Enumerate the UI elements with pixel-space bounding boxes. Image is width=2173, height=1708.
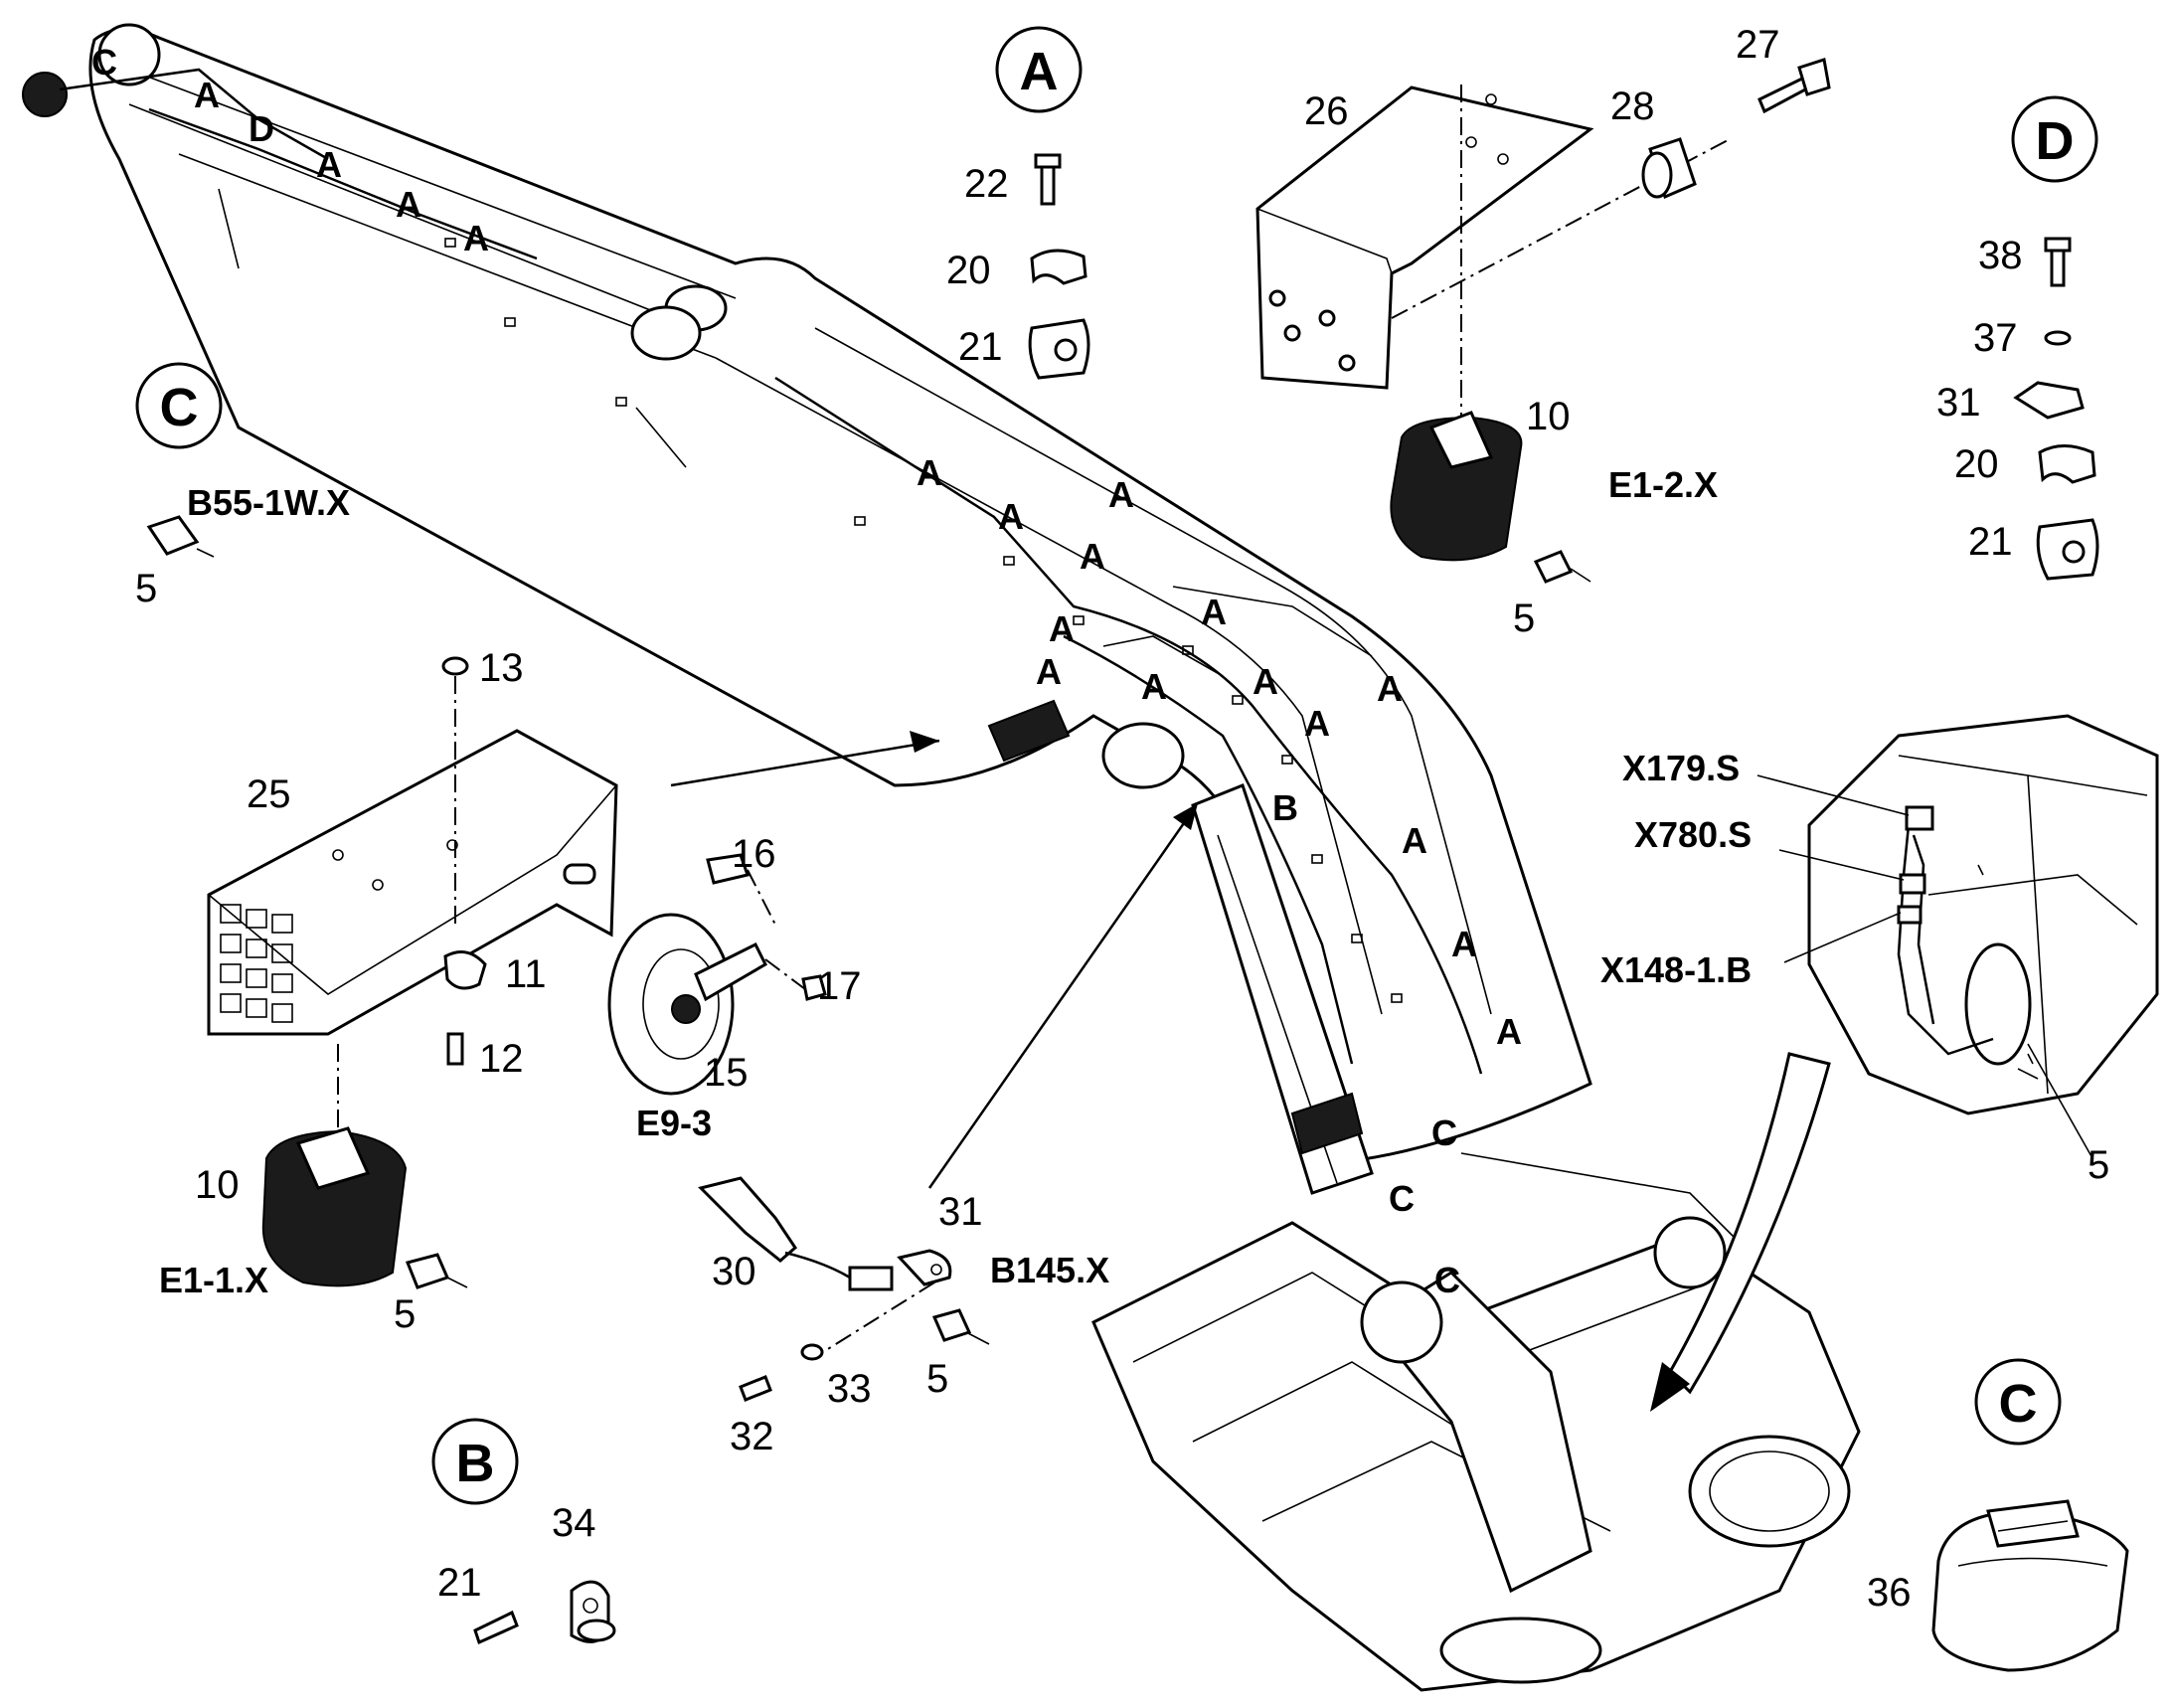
- boom-label-a: A: [1036, 651, 1062, 692]
- bracket-26-assembly: [1255, 58, 1831, 584]
- detail-circle-c-bottom: C: [1974, 1358, 2062, 1446]
- detail-circle-d: D: [2011, 95, 2098, 183]
- boom-label-a: A: [1402, 820, 1427, 861]
- boom-label-c: C: [1431, 1112, 1457, 1153]
- part-number-label: 13: [479, 646, 524, 690]
- detail-b-clip-assembly: [473, 1580, 616, 1645]
- detail-circle-b: B: [431, 1418, 519, 1505]
- part-number-label: 5: [2088, 1143, 2109, 1187]
- detail-letter: D: [2036, 111, 2075, 171]
- boom-label-a: A: [1201, 592, 1227, 632]
- detail-letter: C: [1999, 1374, 2038, 1434]
- boom-label-c: C: [1434, 1260, 1460, 1300]
- part-number-label: 17: [817, 964, 862, 1008]
- bracket-25-assembly: [207, 656, 618, 1289]
- code-x179-s: X179.S: [1622, 748, 1740, 788]
- sensor-b145: [698, 1176, 990, 1402]
- code-e1-1: E1-1.X: [159, 1260, 268, 1300]
- part-number-label: 10: [195, 1163, 240, 1207]
- boom-label-a: A: [194, 75, 220, 115]
- part-number-label: 21: [1968, 520, 2013, 564]
- boom-label-a: A: [1496, 1011, 1522, 1052]
- boom-arm: [22, 23, 1592, 1195]
- part-number-label: 34: [552, 1501, 596, 1545]
- horn-e9-3: [607, 853, 827, 1096]
- leader-5-inset: [2027, 1043, 2093, 1159]
- part-number-label: 5: [135, 567, 157, 610]
- detail-letter: B: [456, 1434, 495, 1493]
- part-number-label: 10: [1526, 395, 1571, 438]
- boom-label-a: A: [463, 218, 489, 258]
- code-e9-3: E9-3: [636, 1103, 712, 1143]
- boom-label-a: A: [1377, 668, 1403, 709]
- code-x148-1-b: X148-1.B: [1600, 949, 1752, 990]
- detail-circle-c-left: C: [135, 362, 223, 449]
- part-number-label: 5: [1513, 597, 1535, 640]
- part-number-label: 12: [479, 1037, 524, 1081]
- part-number-label: 37: [1973, 316, 2018, 360]
- boom-label-a: A: [1304, 703, 1330, 744]
- boom-label-a: A: [1451, 924, 1477, 964]
- part-number-label: 31: [938, 1190, 983, 1234]
- component-codes: B55-1W.X E1-2.X E1-1.X E9-3 B145.X X179.…: [159, 464, 1752, 1300]
- part-number-label: 20: [1954, 442, 1999, 486]
- boom-label-a: A: [1049, 608, 1075, 649]
- boom-label-a: A: [1108, 474, 1134, 515]
- part-number-label: 11: [505, 952, 547, 996]
- boom-label-b: B: [1272, 787, 1298, 828]
- detail-d-clip-assembly: [2013, 237, 2099, 581]
- code-x780-s: X780.S: [1634, 814, 1752, 855]
- part-number-label: 21: [437, 1561, 482, 1605]
- part-number-label: 22: [964, 162, 1009, 206]
- part-number-label: 5: [926, 1357, 948, 1401]
- part-number-label: 15: [704, 1051, 749, 1095]
- boom-label-a: A: [1080, 536, 1105, 577]
- part-number-callouts: 5 5 5 5 5 10 10 11 12 13 15 16 17 20 20 …: [135, 23, 2109, 1615]
- inset-detail-view: [1807, 714, 2159, 1115]
- boom-label-c-top: C: [91, 42, 117, 83]
- boom-label-c: C: [1389, 1178, 1415, 1219]
- part-number-label: 25: [247, 772, 291, 816]
- strap-36: [1931, 1499, 2129, 1672]
- code-b145: B145.X: [990, 1250, 1109, 1290]
- part-number-label: 30: [712, 1250, 756, 1293]
- upper-frame: [1091, 1152, 1861, 1692]
- part-number-label: 16: [732, 832, 776, 876]
- part-number-label: 31: [1936, 381, 1981, 425]
- boom-label-d: D: [249, 108, 274, 149]
- part-number-label: 36: [1867, 1571, 1912, 1615]
- boom-label-a: A: [917, 452, 942, 493]
- part-number-label: 32: [730, 1415, 774, 1458]
- boom-label-a: A: [1141, 666, 1167, 707]
- detail-letter: C: [160, 378, 199, 437]
- code-e1-2: E1-2.X: [1608, 464, 1718, 505]
- leader-x148: [1783, 912, 1902, 963]
- boom-location-labels: C A D A A A A A A A A A A A A A A A A A …: [91, 42, 1522, 1300]
- leader-x780: [1778, 849, 1905, 881]
- part-number-label: 21: [958, 325, 1003, 369]
- boom-label-a: A: [998, 496, 1024, 537]
- detail-circle-a: A: [995, 26, 1083, 113]
- part-number-label: 38: [1978, 234, 2023, 277]
- part-number-label: 27: [1736, 23, 1780, 67]
- connector-b55: [146, 515, 215, 558]
- boom-label-a: A: [316, 144, 342, 185]
- boom-label-a: A: [1253, 661, 1278, 702]
- part-number-label: 28: [1610, 85, 1655, 128]
- detail-letter: A: [1020, 42, 1059, 101]
- boom-label-a: A: [396, 184, 421, 225]
- pointer-arrows: [670, 731, 1831, 1412]
- part-number-label: 33: [827, 1367, 872, 1411]
- part-number-label: 20: [946, 249, 991, 292]
- leader-x179: [1756, 774, 1910, 816]
- part-number-label: 5: [394, 1292, 416, 1336]
- code-b55-1w: B55-1W.X: [187, 482, 350, 523]
- part-number-label: 26: [1304, 89, 1349, 133]
- detail-a-clip-assembly: [1028, 153, 1090, 380]
